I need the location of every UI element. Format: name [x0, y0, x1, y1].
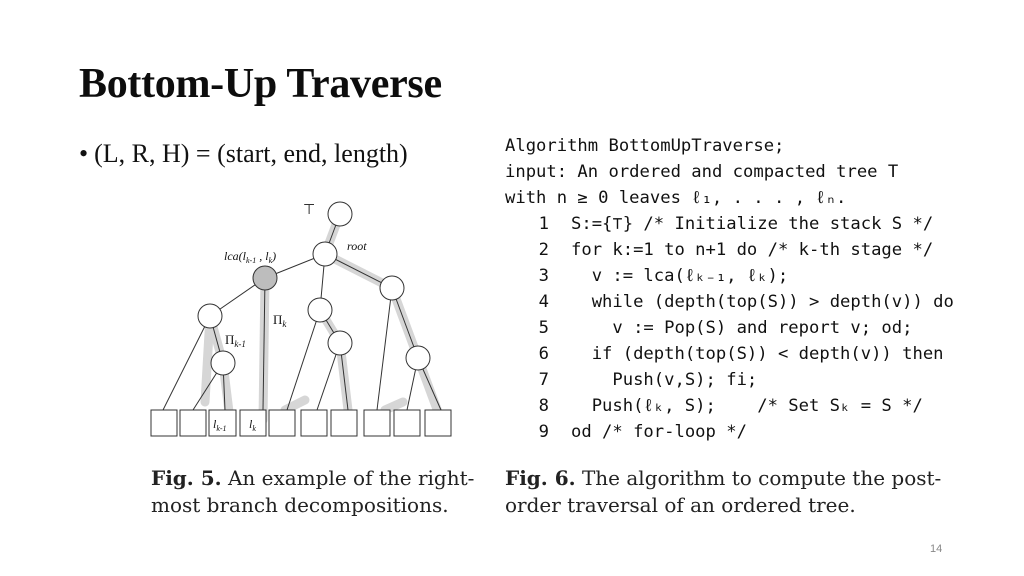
page-number: 14	[930, 543, 943, 555]
leaf-k-1-label: lk-1	[213, 417, 227, 433]
algorithm-line: 4 while (depth(top(S)) > depth(v)) do	[538, 292, 954, 312]
lca-label: lca(lk-1 , lk)	[224, 249, 276, 265]
bullet-dot: •	[79, 139, 89, 168]
pi-k-label: Πk	[273, 312, 287, 329]
algorithm-header: Algorithm BottomUpTraverse;	[505, 136, 785, 156]
figure6-caption-label: Fig. 6.	[505, 466, 576, 490]
figure6-caption: Fig. 6. The algorithm to compute the pos…	[505, 465, 975, 519]
algorithm-line: 5 v := Pop(S) and report v; od;	[538, 318, 913, 338]
tree-diagram: ⊤ root lca(lk-1 , lk) Πk Πk-1 lk-1 lk	[150, 201, 452, 437]
bullet-text: (L, R, H) = (start, end, length)	[94, 139, 408, 168]
algorithm-input-cont: with n ≥ 0 leaves ℓ₁, . . . , ℓₙ.	[505, 188, 847, 208]
leaf-k-label: lk	[249, 417, 256, 433]
algorithm-listing: Algorithm BottomUpTraverse; input: An or…	[505, 133, 985, 445]
figure5-caption-label: Fig. 5.	[151, 466, 222, 490]
figure6-caption-text: The algorithm to compute the post-order …	[505, 466, 942, 517]
tree-nodes	[197, 201, 431, 376]
algorithm-line: 3 v := lca(ℓₖ₋₁, ℓₖ);	[538, 266, 789, 286]
algorithm-line: 8 Push(ℓₖ, S); /* Set Sₖ = S */	[538, 396, 923, 416]
algorithm-input: input: An ordered and compacted tree T	[505, 162, 899, 182]
pi-k-1-label: Πk-1	[225, 332, 246, 349]
slide-title: Bottom-Up Traverse	[79, 61, 442, 107]
bullet-item: •(L, R, H) = (start, end, length)	[79, 139, 408, 169]
algorithm-line: 6 if (depth(top(S)) < depth(v)) then	[538, 344, 944, 364]
root-label: root	[347, 239, 367, 253]
tree-leaves	[150, 409, 452, 437]
top-symbol: ⊤	[303, 202, 315, 218]
algorithm-line: 7 Push(v,S); fi;	[538, 370, 758, 390]
figure5-caption: Fig. 5. An example of the right-most bra…	[151, 465, 481, 519]
figure5-caption-text: An example of the right-most branch deco…	[151, 466, 475, 517]
